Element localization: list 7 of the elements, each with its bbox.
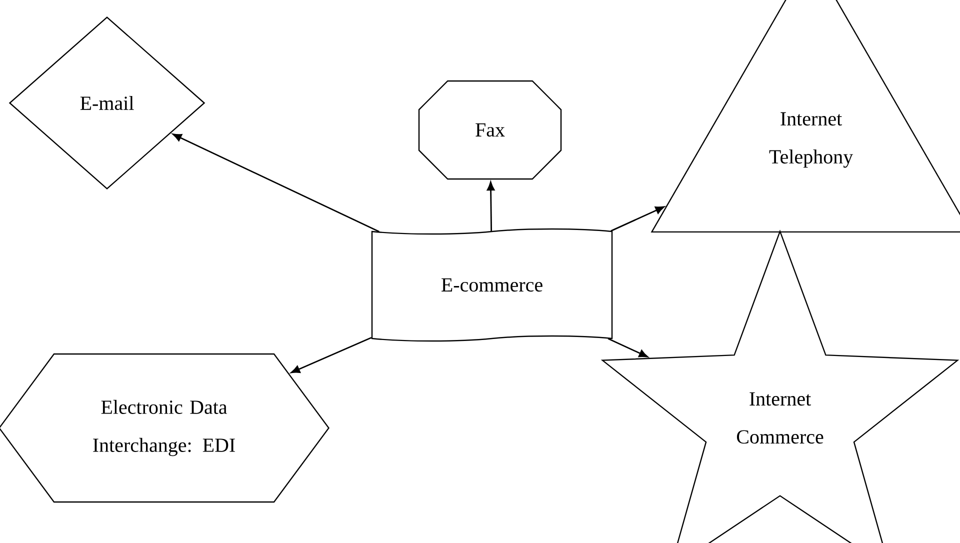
arrow [608,338,648,358]
octagon-box: Fax [418,80,562,180]
hexagon-box: Electronic Data Interchange: EDI [0,353,330,503]
arrow [172,134,380,232]
arrow [610,206,664,232]
arrow [290,336,372,374]
arrow [486,182,495,232]
